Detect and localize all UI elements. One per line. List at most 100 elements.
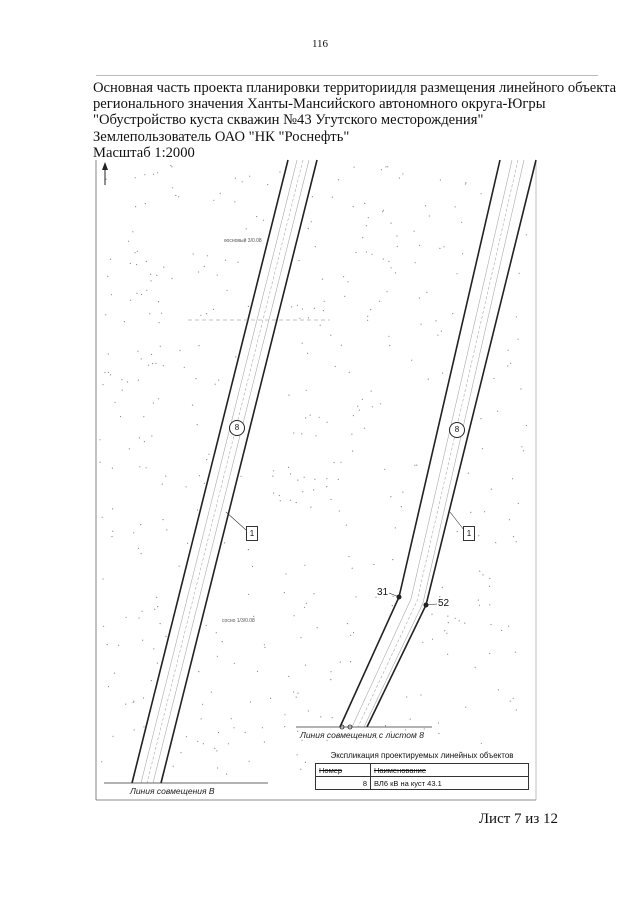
stipple-dot xyxy=(386,291,388,293)
stipple-dot xyxy=(162,365,164,367)
explication-title: Экспликация проектируемых линейных объек… xyxy=(330,751,514,760)
stipple-dot xyxy=(111,535,113,538)
stipple-dot xyxy=(515,709,517,711)
stipple-dot xyxy=(406,696,408,698)
stipple-dot xyxy=(224,542,226,544)
stipple-dot xyxy=(198,475,200,477)
stipple-dot xyxy=(414,732,417,734)
explication-table: Номер Наименование 8 ВЛ6 кВ на куст 43.1 xyxy=(315,763,529,790)
stipple-dot xyxy=(145,467,147,469)
stipple-dot xyxy=(261,727,263,729)
stipple-dot xyxy=(132,701,134,704)
stipple-dot xyxy=(425,205,427,207)
stipple-dot xyxy=(439,247,441,249)
stipple-dot xyxy=(156,274,158,276)
stipple-dot xyxy=(187,542,189,545)
stipple-dot xyxy=(127,381,129,383)
stipple-dot xyxy=(334,365,336,368)
stipple-dot xyxy=(132,231,134,233)
stipple-dot xyxy=(284,726,286,728)
stipple-dot xyxy=(304,664,307,666)
stipple-dot xyxy=(351,567,353,569)
stipple-dot xyxy=(202,743,204,745)
stipple-dot xyxy=(216,655,218,657)
stipple-dot xyxy=(446,632,448,634)
stipple-dot xyxy=(196,509,199,511)
stipple-dot xyxy=(304,564,306,566)
stipple-dot xyxy=(296,304,298,306)
stipple-dot xyxy=(465,182,467,184)
stipple-dot xyxy=(230,718,232,720)
stipple-dot xyxy=(156,596,158,599)
stipple-dot xyxy=(290,473,292,475)
stipple-dot xyxy=(411,359,413,361)
stipple-dot xyxy=(413,230,415,232)
stipple-dot xyxy=(121,389,123,391)
stipple-dot xyxy=(497,689,500,691)
stipple-dot xyxy=(428,215,430,217)
stipple-dot xyxy=(518,272,520,274)
stipple-dot xyxy=(137,350,139,352)
stipple-dot xyxy=(330,671,332,673)
stipple-dot xyxy=(337,179,340,181)
stipple-dot xyxy=(107,686,110,688)
stipple-dot xyxy=(350,634,352,636)
stipple-dot xyxy=(130,299,132,301)
stipple-dot xyxy=(234,201,236,203)
stipple-dot xyxy=(105,178,107,180)
right-corridor xyxy=(339,159,537,728)
row-number-cell: 8 xyxy=(315,776,371,790)
stipple-dot xyxy=(119,415,122,418)
stipple-dot xyxy=(384,725,387,727)
stipple-dot xyxy=(178,565,180,567)
stipple-dot xyxy=(483,511,486,513)
stipple-dot xyxy=(138,617,140,619)
stipple-dot xyxy=(146,289,148,291)
stipple-dot xyxy=(465,706,467,708)
stipple-dot xyxy=(288,394,290,396)
stipple-dot xyxy=(355,251,357,254)
stipple-dot xyxy=(249,175,251,177)
stipple-dot xyxy=(140,358,142,360)
stipple-dot xyxy=(420,694,422,696)
stipple-dot xyxy=(293,615,295,617)
stipple-dot xyxy=(240,475,242,477)
stipple-dot xyxy=(208,453,210,455)
stipple-dot xyxy=(382,211,384,213)
stipple-dot xyxy=(226,773,228,775)
stipple-dot xyxy=(443,246,445,248)
stipple-dot xyxy=(352,415,355,417)
document-header: Основная часть проекта планировки террит… xyxy=(93,80,616,161)
stipple-dot xyxy=(107,353,109,355)
stipple-dot xyxy=(431,638,434,640)
stipple-dot xyxy=(133,700,135,702)
stipple-dot xyxy=(442,372,444,374)
stipple-dot xyxy=(180,752,182,754)
stipple-dot xyxy=(318,416,320,418)
stipple-dot xyxy=(352,631,355,634)
stipple-dot xyxy=(522,450,525,452)
stipple-dot xyxy=(212,308,215,310)
stipple-dot xyxy=(478,535,480,537)
stipple-dot xyxy=(348,371,350,373)
stipple-dot xyxy=(388,335,390,337)
stipple-dot xyxy=(241,181,243,183)
stipple-dot xyxy=(402,173,404,175)
stipple-dot xyxy=(279,171,281,173)
stipple-dot xyxy=(447,615,449,617)
stipple-dot xyxy=(179,349,181,352)
stipple-dot xyxy=(129,262,131,265)
header-rule xyxy=(96,75,598,76)
stipple-dot xyxy=(361,398,363,400)
stipple-dot xyxy=(396,245,398,248)
stipple-dot xyxy=(191,404,194,406)
row-name-cell: ВЛ6 кВ на куст 43.1 xyxy=(370,776,529,790)
stipple-dot xyxy=(364,202,366,204)
stipple-dot xyxy=(322,310,324,312)
stipple-dot xyxy=(394,527,396,529)
stipple-dot xyxy=(512,697,514,699)
stipple-dot xyxy=(326,478,328,480)
left-tag-leader xyxy=(225,511,247,531)
stipple-dot xyxy=(363,427,366,429)
stipple-dot xyxy=(221,641,223,643)
